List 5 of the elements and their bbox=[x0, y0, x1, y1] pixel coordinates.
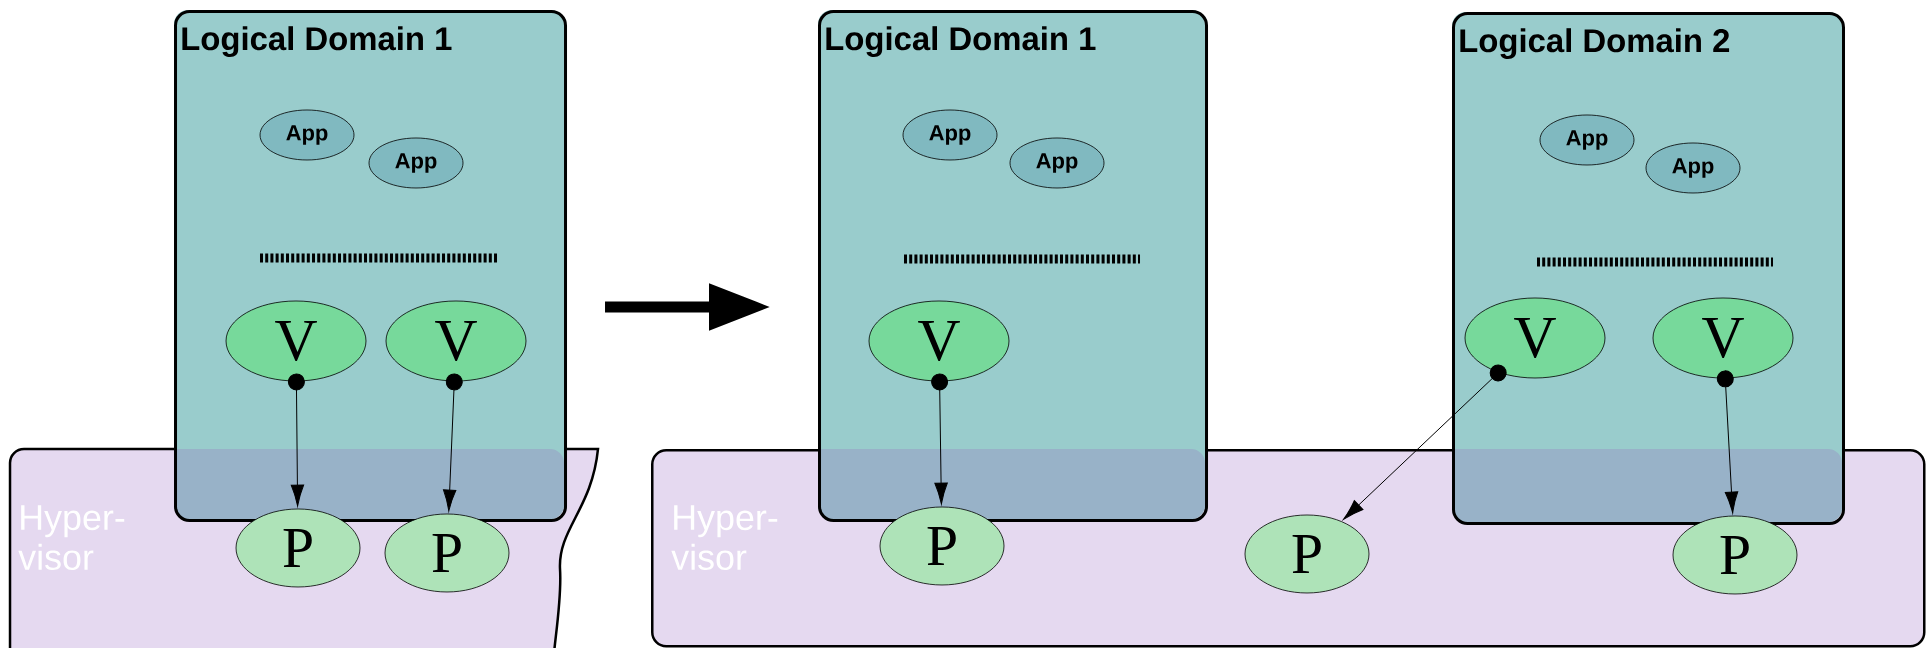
arrow bbox=[442, 373, 463, 512]
arrow bbox=[287, 373, 305, 507]
arrow bbox=[931, 373, 949, 505]
arrow bbox=[1716, 370, 1739, 514]
arrow bbox=[1343, 364, 1507, 520]
